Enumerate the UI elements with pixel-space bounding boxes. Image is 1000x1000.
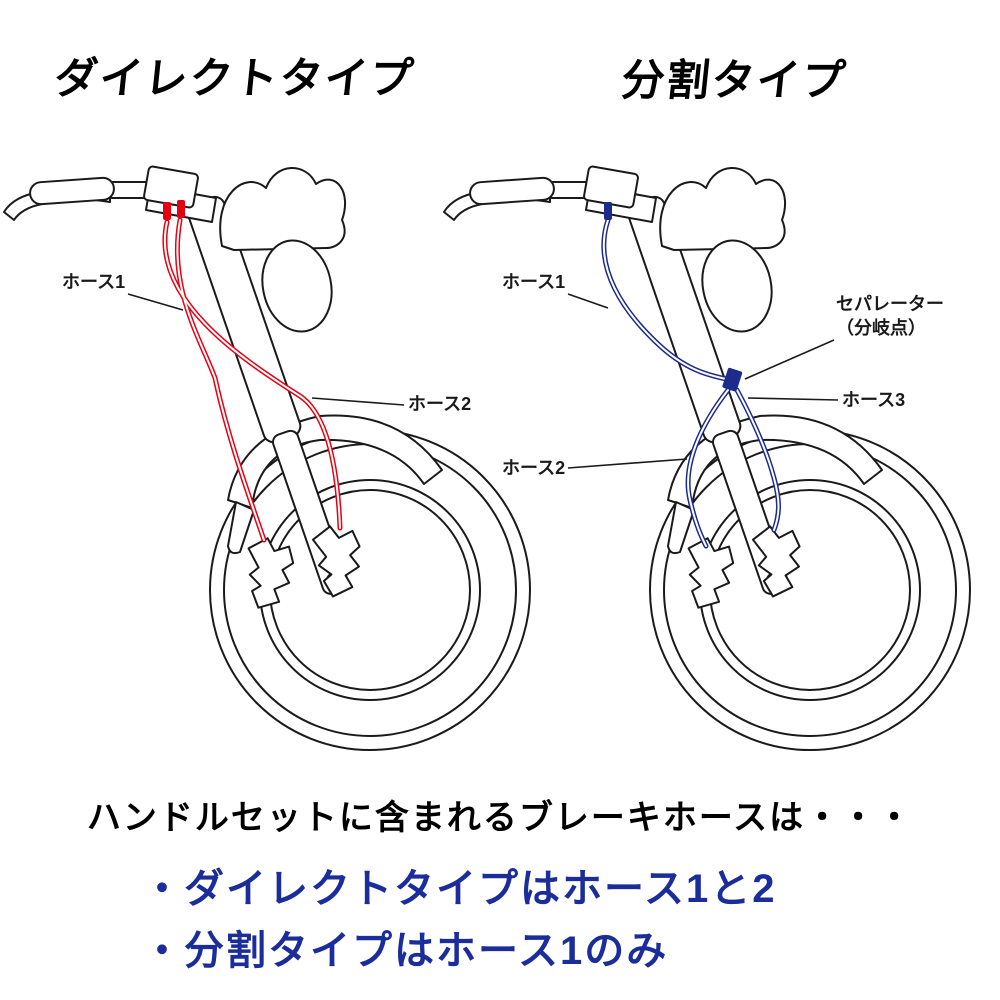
leader-split-hose3 [747, 397, 839, 401]
leader-split-hose1 [567, 293, 609, 309]
footer-bullet-split: ・分割タイプはホース1のみ [142, 929, 669, 973]
hoses-direct-core [164, 219, 341, 541]
label-split-hose1: ホース1 [502, 272, 565, 292]
label-split-hose2: ホース2 [502, 458, 565, 478]
split-fittings [604, 202, 743, 392]
leader-direct-hose1 [127, 293, 184, 311]
labels-direct: ホース1 ホース2 [62, 272, 471, 414]
label-direct-hose2: ホース2 [408, 394, 471, 414]
bike-direct [4, 166, 530, 750]
label-split-hose3: ホース3 [842, 390, 905, 410]
title-split-type: 分割タイプ [619, 57, 850, 105]
leader-separator [744, 339, 835, 380]
direct-banjo-fittings [163, 200, 185, 220]
label-direct-hose1: ホース1 [62, 272, 125, 292]
bike-artwork [4, 166, 970, 750]
diagram-canvas: ホース1 ホース2 ホース1 セパレーター （分岐点） ホース3 ホース2 [0, 148, 1000, 793]
footer-bullet-direct: ・ダイレクトタイプはホース1と2 [142, 867, 777, 911]
separator-block [722, 367, 743, 392]
title-direct-type: ダイレクトタイプ [52, 55, 418, 103]
label-separator-line1: セパレーター [836, 294, 944, 314]
label-separator-line2: （分岐点） [836, 317, 926, 338]
hoses-split-core [602, 219, 780, 547]
leader-direct-hose2 [311, 397, 405, 406]
labels-split: ホース1 セパレーター （分岐点） ホース3 ホース2 [502, 272, 944, 478]
footer-heading: ハンドルセットに含まれるブレーキホースは・・・ [86, 799, 914, 837]
leader-split-hose2 [567, 458, 688, 469]
